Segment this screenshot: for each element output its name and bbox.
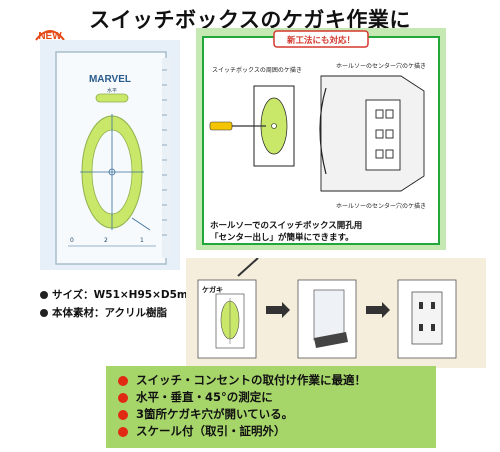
caption-line-2: 「センター出し」が簡単にできます。 (210, 232, 354, 243)
steps-panel: ケガキ (186, 258, 486, 368)
bullet-icon (40, 291, 48, 299)
step-arrow-icon (266, 302, 290, 318)
new-badge: NEW (35, 30, 65, 42)
features-panel: スイッチ・コンセントの取付け作業に最適！ 水平・垂直・45°の測定に 3箇所ケガ… (106, 366, 436, 448)
new-method-banner: 新工法にも対応！ (287, 35, 355, 46)
spec-list: サイズ：W51×H95×D5mm 本体素材：アクリル樹脂 (40, 286, 199, 322)
label-box-marking: スイッチボックスの周囲のケ描き (212, 66, 302, 74)
label-center-hole-bottom: ホールソーのセンター穴のケ描き (336, 202, 426, 210)
new-method-banner-box (273, 30, 369, 48)
badge-arc (35, 30, 65, 41)
step-3-outlet (397, 279, 457, 359)
feature-item: 水平・垂直・45°の測定に (118, 389, 436, 406)
level-mark: 水平 (107, 87, 117, 94)
badge-text: NEW (38, 31, 62, 42)
red-bullet-icon (118, 375, 128, 386)
feature-item: 3箇所ケガキ穴が開いている。 (118, 406, 436, 423)
label-center-hole-top: ホールソーのセンター穴のケ描き (336, 62, 426, 70)
step-2-drilling (297, 279, 357, 359)
feature-list: スイッチ・コンセントの取付け作業に最適！ 水平・垂直・45°の測定に 3箇所ケガ… (106, 366, 436, 440)
red-bullet-icon (118, 392, 128, 403)
scale-number: 0 (70, 237, 74, 244)
red-bullet-icon (118, 426, 128, 437)
horizontal-vial (95, 93, 129, 103)
caption-line-1: ホールソーでのスイッチボックス開孔用 (210, 220, 362, 231)
product-photo: MARVEL 水平 0 2 1 (40, 40, 180, 270)
feature-item: スケール付（取引・証明外） (118, 423, 436, 440)
brand-logo: MARVEL (89, 74, 131, 85)
center-hole (108, 168, 116, 176)
diagonal-mark (131, 217, 151, 231)
ketegaki-label: ケガキ (202, 285, 223, 294)
ruler-ticks (162, 69, 167, 236)
switch-box-illustration (319, 75, 425, 192)
feature-item: スイッチ・コンセントの取付け作業に最適！ (118, 372, 436, 389)
scriber-tool-icon (209, 121, 266, 131)
ruler-edge (162, 58, 172, 258)
step-1-marking: ケガキ (197, 258, 259, 359)
spec-item: サイズ：W51×H95×D5mm (40, 286, 199, 304)
diagram-panel: 新工法にも対応！ スイッチボックスの周囲のケ描き ホールソーのセンター穴のケ描き… (196, 28, 446, 250)
step-arrow-icon (366, 302, 390, 318)
spec-item: 本体素材：アクリル樹脂 (40, 304, 199, 322)
marking-plate (253, 85, 295, 167)
red-bullet-icon (118, 409, 128, 420)
bullet-icon (40, 309, 48, 317)
scale-number: 1 (140, 237, 144, 244)
scale-number: 2 (104, 237, 108, 244)
